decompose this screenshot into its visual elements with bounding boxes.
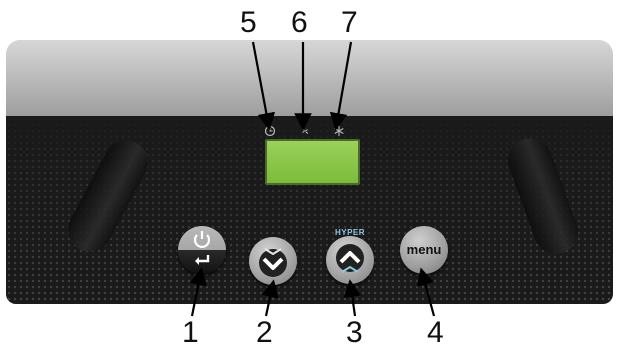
callout-line-3 — [343, 279, 361, 317]
chevron-down-icon — [259, 248, 287, 277]
callout-line-4 — [416, 267, 436, 317]
power-icon — [193, 231, 211, 265]
down-button[interactable] — [249, 237, 297, 285]
panel-lid — [6, 40, 613, 118]
callout-line-5 — [251, 41, 276, 131]
callout-number-2: 2 — [256, 316, 273, 349]
callout-line-1 — [189, 267, 207, 317]
power-enter-button[interactable] — [178, 226, 226, 274]
callout-number-5: 5 — [240, 6, 257, 39]
lcd-display — [265, 139, 360, 185]
callout-number-3: 3 — [346, 316, 363, 349]
callout-line-2 — [261, 279, 279, 317]
up-hyper-button[interactable] — [326, 236, 374, 284]
menu-button-label: menu — [406, 242, 442, 257]
chevron-up-icon — [336, 244, 364, 273]
callout-line-7 — [329, 41, 353, 131]
callout-number-4: 4 — [427, 316, 444, 349]
callout-number-1: 1 — [182, 316, 199, 349]
hyper-label: HYPER — [334, 228, 366, 237]
menu-button[interactable]: menu — [400, 226, 448, 274]
callout-number-7: 7 — [341, 6, 358, 39]
enter-icon — [195, 255, 210, 265]
callout-number-6: 6 — [291, 6, 308, 39]
